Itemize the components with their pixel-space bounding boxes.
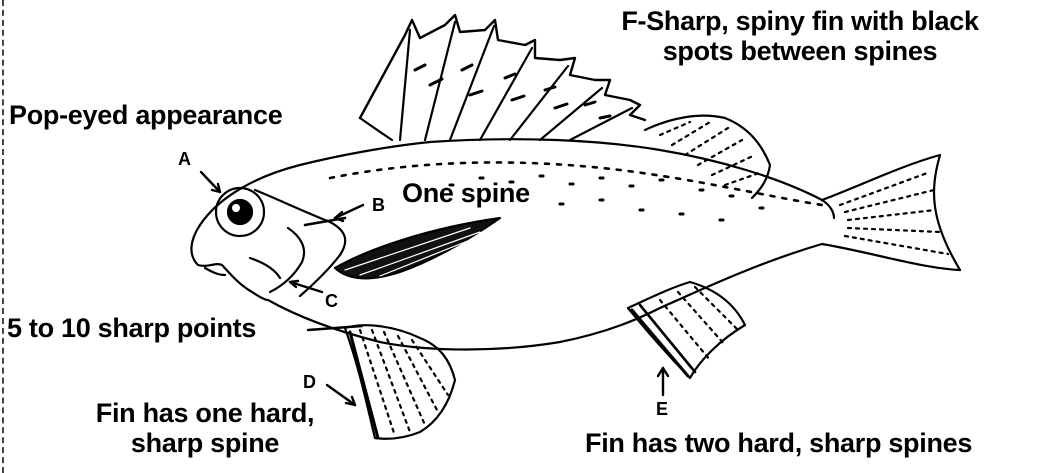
one-spine-label: One spine: [402, 178, 530, 208]
pectoral-fin: [335, 218, 500, 278]
pop-eyed-label: Pop-eyed appearance: [9, 100, 282, 130]
marker-b: B: [372, 196, 385, 214]
pelvic-fin-label-line2: sharp spine: [40, 428, 370, 458]
pelvic-fin-label: Fin has one hard, sharp spine: [40, 398, 370, 458]
marker-d: D: [303, 373, 316, 391]
anal-fin-label: Fin has two hard, sharp spines: [585, 428, 972, 458]
spiny-fin-label-line2: spots between spines: [540, 36, 1060, 66]
spiny-fin-label: F-Sharp, spiny fin with black spots betw…: [540, 6, 1060, 66]
spiny-fin-label-line1: F-Sharp, spiny fin with black: [540, 6, 1060, 36]
marker-e: E: [656, 400, 668, 418]
sharp-points-label: 5 to 10 sharp points: [7, 313, 256, 343]
soft-dorsal-fin: [645, 116, 770, 198]
marker-c: C: [325, 292, 338, 310]
eye: [216, 188, 264, 236]
marker-a: A: [178, 150, 191, 168]
caudal-fin: [822, 155, 960, 270]
pelvic-fin-label-line1: Fin has one hard,: [40, 398, 370, 428]
fish-body-outline: [191, 139, 834, 349]
